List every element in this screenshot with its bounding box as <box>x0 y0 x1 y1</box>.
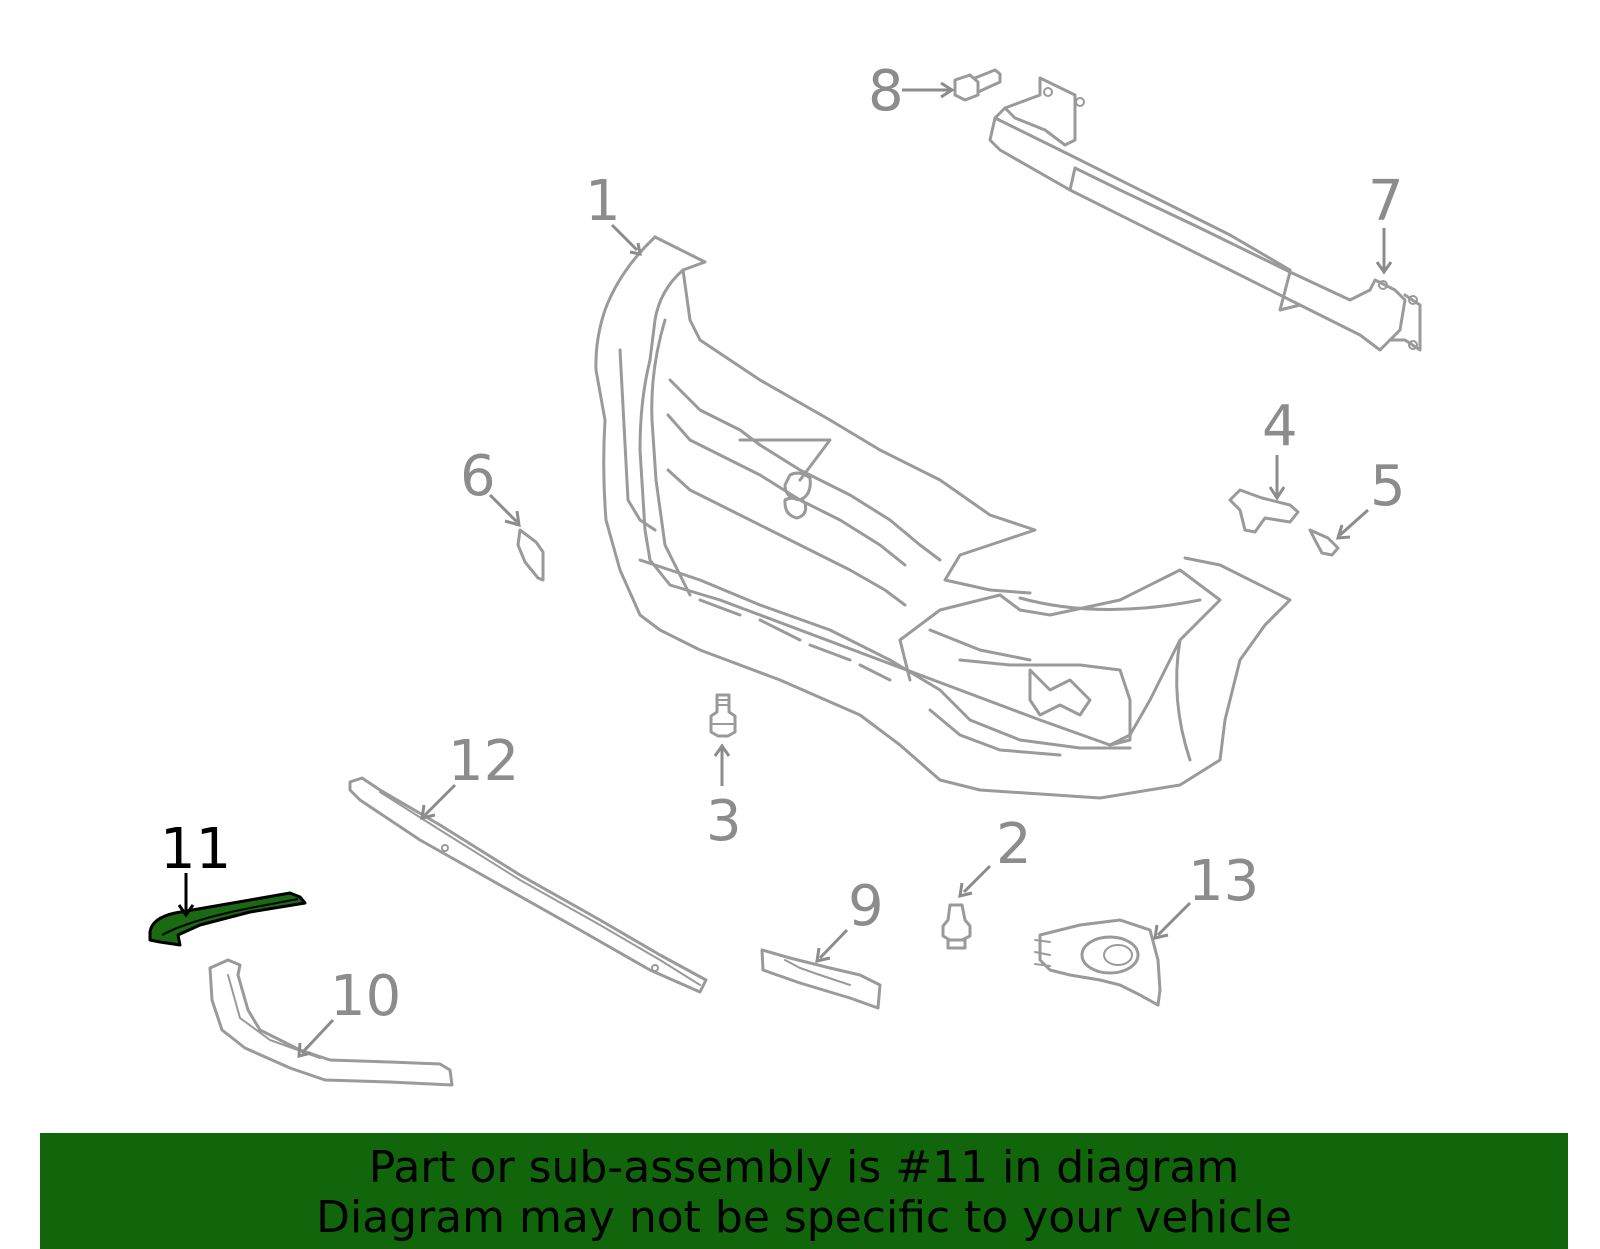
part-12-strip <box>348 776 708 994</box>
part-5-screw <box>1308 528 1340 557</box>
svg-text:2: 2 <box>996 812 1032 877</box>
part-7-reinforcement <box>988 76 1422 352</box>
banner-line-disclaimer: Diagram may not be specific to your vehi… <box>316 1192 1292 1243</box>
svg-text:4: 4 <box>1262 394 1298 459</box>
part-4-clip <box>1228 488 1300 534</box>
svg-text:3: 3 <box>706 789 742 854</box>
part-10-trim <box>208 958 454 1087</box>
callout-3: 3 <box>706 743 742 854</box>
callout-12: 12 <box>420 729 519 820</box>
callout-11: 11 <box>160 817 231 918</box>
part-6-bracket <box>516 528 545 582</box>
callout-6: 6 <box>460 444 521 528</box>
svg-text:1: 1 <box>585 169 621 234</box>
svg-text:7: 7 <box>1368 169 1404 234</box>
svg-text:10: 10 <box>330 964 401 1029</box>
callout-1: 1 <box>585 169 642 256</box>
svg-text:11: 11 <box>160 817 231 882</box>
svg-text:13: 13 <box>1188 849 1259 914</box>
svg-text:6: 6 <box>460 444 496 509</box>
callout-7: 7 <box>1368 169 1404 275</box>
callout-5: 5 <box>1335 454 1406 540</box>
part-8-bolt <box>953 68 1002 102</box>
callout-13: 13 <box>1153 849 1259 940</box>
part-2-clip <box>941 903 972 950</box>
info-banner: Part or sub-assembly is #11 in diagram D… <box>40 1133 1568 1249</box>
part-1-bumper-cover <box>594 235 1292 800</box>
svg-text:9: 9 <box>848 874 884 939</box>
svg-text:5: 5 <box>1370 454 1406 519</box>
callout-2: 2 <box>958 812 1032 899</box>
callout-10: 10 <box>297 964 401 1058</box>
part-13-lamp-housing <box>1034 918 1162 1007</box>
callout-8: 8 <box>868 59 955 124</box>
svg-text:12: 12 <box>448 729 519 794</box>
part-3-fastener <box>709 693 737 738</box>
svg-text:8: 8 <box>868 59 904 124</box>
callout-9: 9 <box>815 874 884 963</box>
banner-line-part-number: Part or sub-assembly is #11 in diagram <box>368 1142 1240 1193</box>
callout-4: 4 <box>1262 394 1298 501</box>
part-11-molding-highlighted <box>148 891 307 947</box>
part-9-bracket <box>760 948 882 1010</box>
